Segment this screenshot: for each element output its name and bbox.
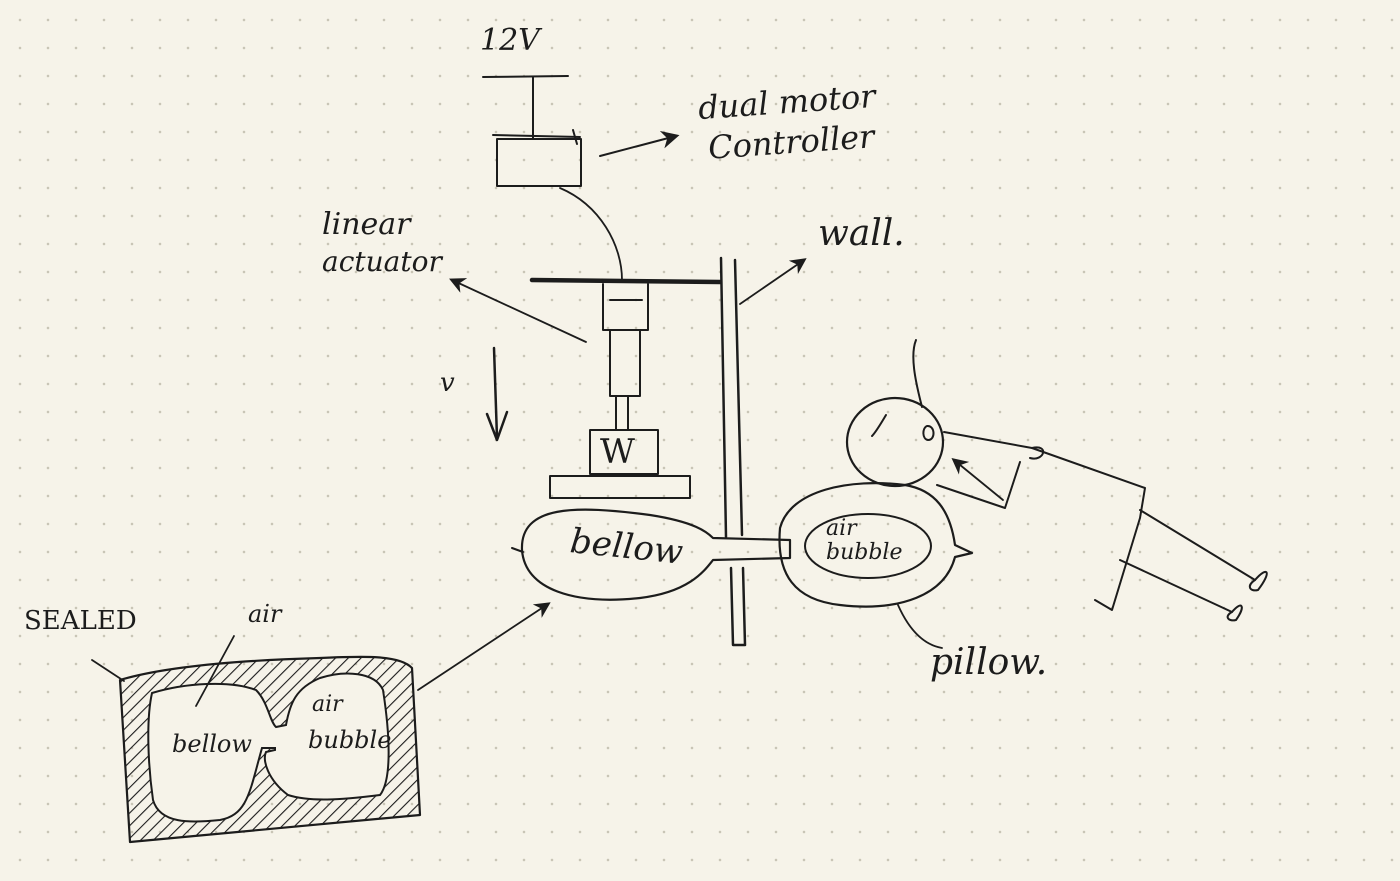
linear-actuator (602, 283, 649, 431)
inset-bellow-label: bellow (172, 730, 252, 758)
voltage-label: 12V (480, 23, 540, 58)
weight-block (589, 429, 659, 475)
pillow-label-leader (897, 604, 943, 649)
air-bubble-label-line2: bubble (826, 540, 903, 565)
inset-air-label: air (248, 600, 282, 628)
power-supply-symbol (482, 75, 569, 139)
velocity-label: v (440, 368, 455, 398)
wall-label-arrow (739, 258, 807, 305)
controller-wire (559, 187, 623, 281)
actuator-label-line2: actuator (322, 245, 442, 278)
inset-to-bellow-arrow (417, 602, 551, 691)
sealed-label-leader (91, 659, 125, 682)
motion-arrow (485, 346, 509, 442)
air-bubble-label-line1: air (826, 516, 857, 541)
sealed-label: SEALED (24, 606, 137, 636)
motor-controller-box (492, 129, 582, 187)
wall-label: wall. (818, 213, 905, 254)
person-figure (845, 339, 1268, 622)
wall (719, 256, 747, 647)
pillow (778, 482, 974, 608)
weight-label: W (600, 432, 635, 472)
pressure-arrow (951, 457, 1004, 501)
actuator-label-arrow (449, 278, 587, 343)
pillow-label: pillow. (930, 642, 1048, 683)
bellow-bag (511, 508, 792, 601)
actuator-label-line1: linear (322, 207, 411, 242)
sealed-inset (118, 655, 422, 844)
press-plate (549, 475, 691, 499)
inset-air-leader (195, 635, 235, 707)
inset-air-bubble-label-line2: bubble (308, 726, 392, 754)
controller-label-arrow (599, 130, 680, 157)
top-mount-bar (529, 277, 723, 285)
inset-air-bubble-label-line1: air (312, 692, 343, 717)
